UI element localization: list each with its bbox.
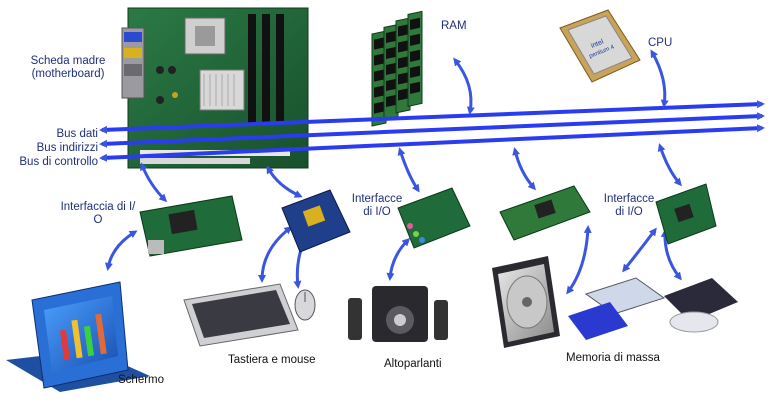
io-interface-left-line1: Interfaccia di I/ — [60, 201, 136, 213]
keyboard-icon — [183, 283, 299, 347]
bus-address-label: Bus indirizzi — [36, 142, 98, 154]
bus-control-label: Bus di controllo — [19, 156, 98, 168]
arrow-cpu-bus — [650, 49, 669, 108]
io-interface-left-label: Interfaccia di I/ O — [48, 201, 148, 227]
motherboard-icon — [121, 7, 309, 169]
io-interface-mid-label: Interfacce di I/O — [342, 193, 412, 219]
io-card-icon — [139, 195, 243, 257]
arrow-io-screen — [104, 230, 138, 271]
io-card-icon — [655, 183, 717, 245]
arrow-bus-io-right2 — [657, 143, 682, 187]
arrow-ram-bus — [453, 57, 475, 115]
io-card-icon — [499, 185, 591, 241]
ram-icon — [371, 10, 423, 127]
bus-lines — [99, 100, 765, 162]
io-card-icon — [281, 189, 351, 253]
ram-label: RAM — [441, 20, 467, 32]
io-interface-mid-line1: Interfacce — [351, 193, 403, 205]
io-interface-right-line1: Interfacce — [603, 193, 655, 205]
arrow-io-speakers — [386, 237, 411, 281]
io-interface-mid-line2: di I/O — [363, 206, 391, 218]
optical-drive-icon — [664, 278, 738, 333]
keyboard-mouse-label: Tastiera e mouse — [228, 354, 316, 366]
storage-label: Memoria di massa — [566, 352, 660, 364]
hard-disk-icon — [492, 256, 560, 348]
cpu-brand-text: intel — [590, 38, 605, 49]
motherboard-label: Scheda madre (motherboard) — [18, 55, 118, 81]
arrow-bus-io-mid1 — [266, 165, 303, 198]
mouse-icon — [294, 289, 316, 321]
io-interface-right-line2: di I/O — [615, 206, 643, 218]
arrow-bus-io-right1 — [512, 147, 536, 191]
speaker-icon — [348, 286, 448, 342]
screen-label: Schermo — [118, 374, 165, 386]
bus-data-label: Bus dati — [56, 128, 98, 140]
cpu-label: CPU — [648, 37, 673, 49]
arrow-io-floppy — [622, 227, 657, 273]
motherboard-label-line2: (motherboard) — [31, 68, 105, 80]
io-interface-right-label: Interfacce di I/O — [594, 193, 664, 219]
monitor-icon — [6, 281, 150, 392]
arrow-io-harddisk — [566, 225, 592, 295]
speakers-label: Altoparlanti — [384, 358, 442, 370]
arrow-bus-io-left — [140, 162, 168, 203]
io-interface-left-line2: O — [93, 214, 103, 226]
arrow-io-optical — [660, 229, 682, 281]
arrow-bus-io-mid2 — [397, 147, 420, 193]
cpu-icon: intel pentium 4 — [559, 9, 641, 83]
bus-control-line — [99, 124, 765, 162]
arrow-io-keyboard — [258, 226, 293, 283]
floppy-drive-icon — [568, 277, 666, 340]
motherboard-label-line1: Scheda madre — [30, 55, 106, 67]
io-card-icon — [397, 187, 471, 249]
